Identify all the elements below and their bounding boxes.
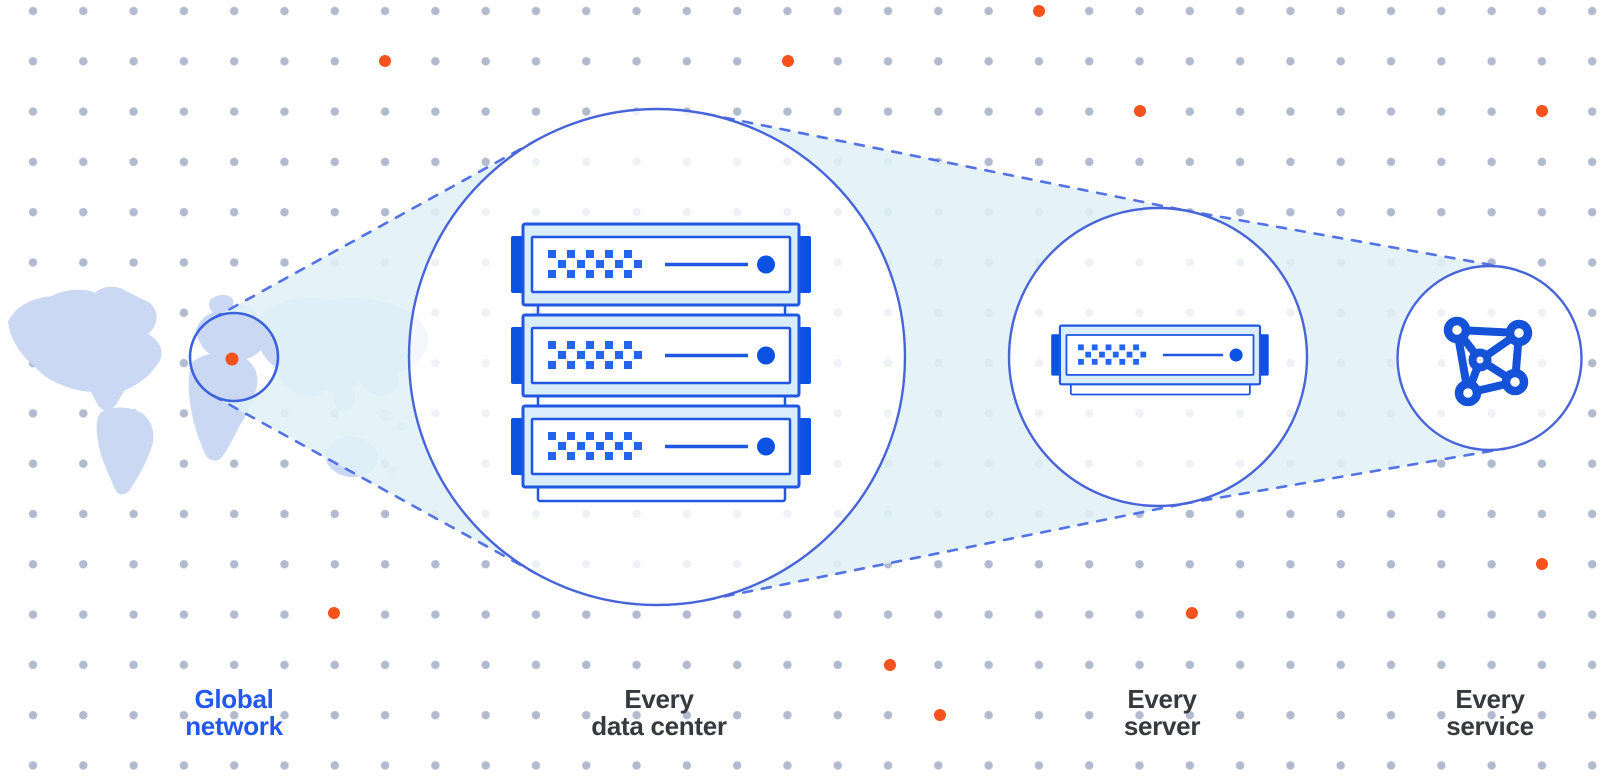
map-location-dot — [225, 352, 239, 366]
label-line: Global — [194, 684, 274, 714]
zoom-cone-datacenter-to-server — [706, 113, 1188, 601]
orange-accent-dot — [1033, 5, 1045, 17]
label-global-network: Global network — [185, 686, 283, 740]
zoom-cone-map-to-datacenter — [212, 139, 538, 575]
orange-accent-dot — [1536, 105, 1548, 117]
label-line: Every — [1455, 684, 1525, 714]
orange-accent-dot — [782, 55, 794, 67]
label-every-service: Every service — [1446, 686, 1534, 740]
zoom-cones — [212, 113, 1506, 601]
label-line: Every — [1127, 684, 1197, 714]
orange-accent-dot — [1536, 558, 1548, 570]
orange-accent-dot — [934, 709, 946, 721]
orange-accent-dot — [379, 55, 391, 67]
network-mesh-icon — [1443, 316, 1533, 407]
map-highlight-circle — [188, 311, 280, 403]
orange-accent-dot — [884, 659, 896, 671]
orange-accent-dot — [328, 607, 340, 619]
label-line: service — [1446, 711, 1534, 741]
server-rack-icon — [511, 224, 811, 501]
label-line: Every — [624, 684, 694, 714]
zoom-cone-server-to-service — [1183, 210, 1506, 504]
label-every-data-center: Every data center — [591, 684, 727, 741]
server-icon — [1051, 326, 1269, 395]
orange-accent-dot — [1134, 105, 1146, 117]
zoom-guide-lines — [211, 112, 1507, 602]
label-line: server — [1123, 711, 1201, 741]
label-every-server: Every server — [1123, 684, 1201, 741]
label-line: data center — [591, 711, 727, 741]
label-line: network — [185, 711, 283, 741]
orange-accent-dot — [1186, 607, 1198, 619]
